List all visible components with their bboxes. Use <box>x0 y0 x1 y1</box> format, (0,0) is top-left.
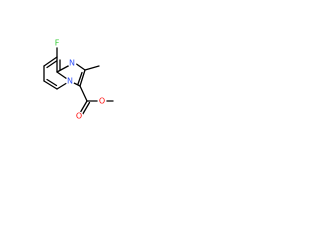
bond-c3-carbonyl <box>79 85 88 102</box>
bond-c8a-n1 <box>56 64 71 73</box>
fluorine-atom: F <box>52 38 62 48</box>
substituents <box>56 46 114 116</box>
bond-c2-methyl <box>84 65 100 71</box>
ring-nitrogen-atom: N <box>67 58 77 68</box>
carbonyl-oxygen-atom: O <box>74 111 84 121</box>
bond-c7-c8 <box>43 56 58 67</box>
carbonyl-oxygen-label: O <box>76 112 82 121</box>
bond-carbonyl-o-double-b <box>81 101 91 116</box>
fluorine-label: F <box>55 39 60 48</box>
ester-oxygen-label: O <box>99 97 105 106</box>
bond-c2-c3 <box>79 69 86 87</box>
bond-c7-c8-inner <box>46 60 58 69</box>
ester-oxygen-atom: O <box>97 96 107 106</box>
bond-c5-c6-inner <box>46 78 58 87</box>
structure-diagram: F N N O O <box>43 38 114 121</box>
bond-n1-c2 <box>74 62 86 71</box>
bond-carbonyl-o-double-a <box>79 100 88 114</box>
bridge-nitrogen-atom: N <box>65 76 75 86</box>
atom-labels: F N N O O <box>52 38 107 121</box>
ring-nitrogen-label: N <box>69 59 75 68</box>
bridge-nitrogen-label: N <box>67 77 73 86</box>
bond-c2-c3-inner <box>77 71 83 85</box>
bond-c5-c6 <box>43 80 58 90</box>
